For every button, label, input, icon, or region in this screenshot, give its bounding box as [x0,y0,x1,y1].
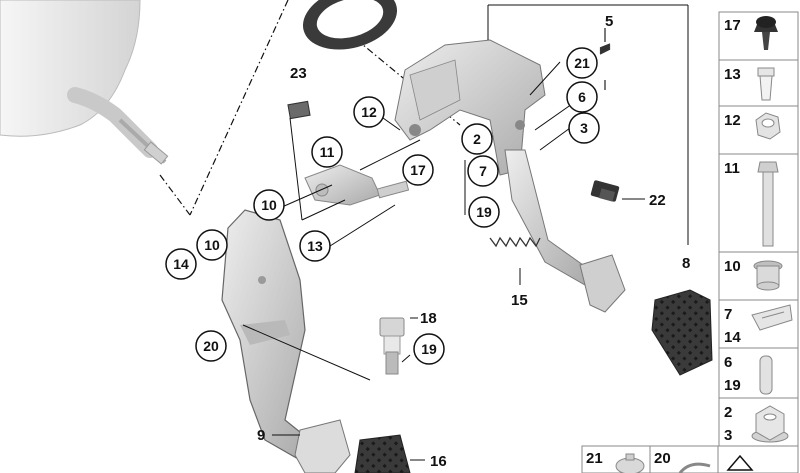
callout-16: 16 [430,453,447,470]
callout-2: 2 [461,123,493,155]
sidebar-label-17: 17 [724,17,741,34]
sidebar-label-2: 2 [724,404,732,421]
callout-14: 14 [165,248,197,280]
svg-text:10: 10 [204,237,220,253]
callout-5: 5 [605,13,613,30]
brake-pedal-pad [294,419,351,473]
return-spring-5 [599,28,611,90]
callout-13: 13 [299,230,331,262]
svg-text:2: 2 [473,131,481,147]
sidebar-label-19: 19 [724,377,741,394]
svg-text:19: 19 [476,204,492,220]
callout-18: 18 [420,310,437,327]
callout-10b: 10 [196,229,228,261]
sidebar-labels: 17 13 12 11 10 7 14 6 19 2 3 [724,17,741,444]
callout-19b: 19 [413,333,445,365]
callout-12: 12 [353,96,385,128]
svg-text:7: 7 [479,163,487,179]
callout-3: 3 [568,112,600,144]
bottom-label-20: 20 [654,450,671,467]
pedal-switch-22 [590,180,620,202]
sidebar-label-12: 12 [724,112,741,129]
arrow-marker-icon [726,454,754,471]
svg-text:21: 21 [574,55,590,71]
expanding-clip-icon [757,67,775,101]
return-spring-15 [489,236,541,248]
sidebar-label-14: 14 [724,329,741,346]
pedal-pad-8 [651,289,713,376]
callout-10a: 10 [253,189,285,221]
svg-text:6: 6 [578,89,586,105]
svg-text:11: 11 [320,144,335,160]
callout-21: 21 [566,47,598,79]
callout-22: 22 [649,192,666,209]
callout-23: 23 [290,65,307,82]
brake-booster [0,0,169,165]
callouts-plain: 23 5 22 8 15 18 9 16 [257,13,690,470]
callout-11: 11 [311,136,343,168]
sidebar-label-3: 3 [724,427,732,444]
sidebar-label-11: 11 [724,160,740,177]
gasket-ring [302,0,398,50]
svg-text:14: 14 [173,256,189,272]
sidebar-label-6: 6 [724,354,732,371]
callout-9: 9 [257,427,265,444]
flange-nut-icon [751,405,789,443]
sidebar-label-13: 13 [724,66,741,83]
callout-17: 17 [402,154,434,186]
callout-19a: 19 [468,196,500,228]
callout-20: 20 [195,330,227,362]
clip-23 [287,100,311,120]
leader-lines-dashdot [159,0,461,216]
clutch-pedal-arm [504,149,626,313]
damper-18 [379,317,405,375]
callout-15: 15 [511,292,528,309]
callout-7: 7 [467,155,499,187]
pin-icon [759,355,773,395]
pedal-bracket [394,39,546,176]
callouts-circled: 12 11 17 10 10 14 13 2 7 19 21 6 3 20 19 [165,47,600,365]
clip-icon [678,462,711,473]
pedal-sensor-11 [304,164,410,206]
sidebar-label-10: 10 [724,258,741,275]
bushing-icon [753,260,783,291]
svg-text:20: 20 [203,338,219,354]
callout-6: 6 [566,81,598,113]
svg-text:12: 12 [361,104,377,120]
svg-text:13: 13 [307,238,323,254]
dome-cap-icon [615,453,645,473]
hex-bolt-icon [757,161,779,247]
bottom-parts-strip [581,445,799,473]
push-rivet-icon [754,16,778,50]
callout-8: 8 [682,255,690,272]
svg-text:3: 3 [580,120,588,136]
svg-text:10: 10 [261,197,277,213]
spring-clip-icon [751,304,793,331]
sidebar-label-7: 7 [724,306,732,323]
svg-text:17: 17 [410,162,426,178]
pedal-pad-16 [354,434,411,473]
hex-nut-icon [755,112,781,140]
svg-text:19: 19 [421,341,437,357]
bottom-label-21: 21 [586,450,603,467]
